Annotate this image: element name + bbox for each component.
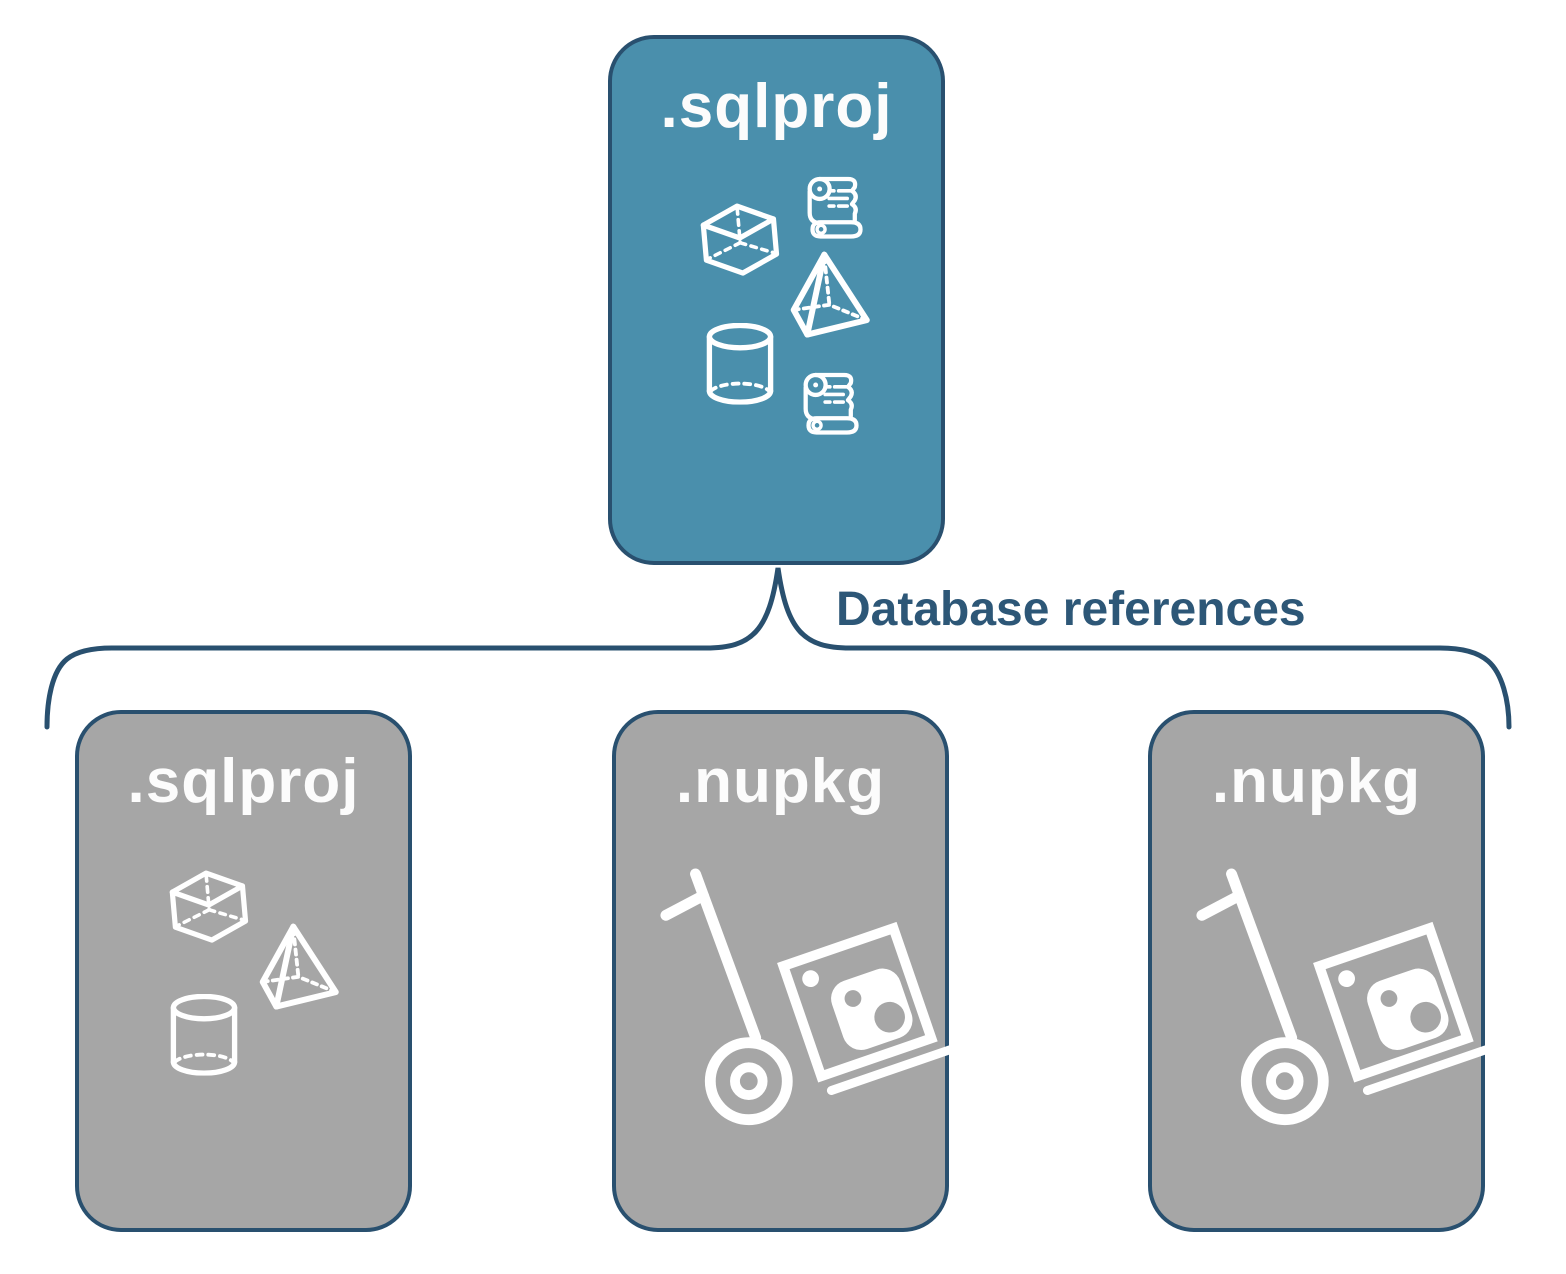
child-node-title: .nupkg	[1211, 747, 1422, 816]
scroll-icon	[794, 169, 870, 245]
nuget-dolly-icon	[656, 866, 962, 1133]
child-node-nupkg: .nupkg	[1148, 710, 1485, 1232]
pyramid-icon	[775, 247, 877, 349]
cube-icon	[165, 869, 253, 949]
child-node-title: .sqlproj	[127, 747, 360, 816]
parent-node-sqlproj: .sqlproj	[608, 35, 945, 565]
parent-node-title: .sqlproj	[660, 72, 893, 141]
child-node-nupkg: .nupkg	[612, 710, 949, 1232]
child-node-sqlproj: .sqlproj	[75, 710, 412, 1232]
cube-icon	[696, 202, 784, 282]
nuget-dolly-icon	[1192, 866, 1498, 1133]
cylinder-icon	[170, 994, 238, 1076]
scroll-icon	[790, 365, 866, 441]
pyramid-icon	[244, 919, 346, 1021]
connector-label: Database references	[836, 583, 1306, 636]
child-node-title: .nupkg	[675, 747, 886, 816]
cylinder-icon	[706, 323, 774, 405]
